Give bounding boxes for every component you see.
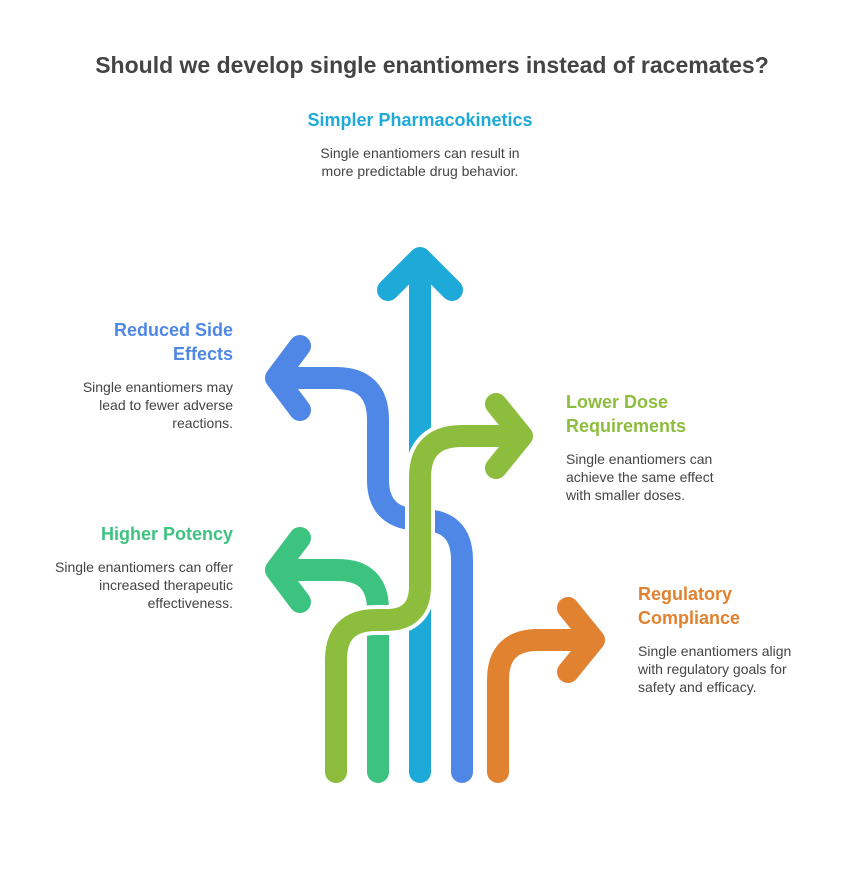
option-simpler-pharmacokinetics: Simpler Pharmacokinetics Single enantiom… — [300, 108, 540, 180]
lower-dose-requirements-arrow — [321, 393, 533, 787]
page-title: Should we develop single enantiomers ins… — [95, 52, 769, 78]
regulatory-compliance-arrow — [487, 597, 605, 783]
option-higher-potency: Higher Potency Single enantiomers can of… — [40, 522, 233, 612]
option-description: Single enantiomers can result in more pr… — [320, 145, 520, 179]
reduced-side-effects-arrow — [265, 335, 473, 783]
option-title: Higher Potency — [100, 524, 233, 544]
option-title: Lower Dose Requirements — [566, 392, 687, 436]
option-title: Reduced Side Effects — [113, 320, 233, 364]
option-description: Single enantiomers may lead to fewer adv… — [82, 379, 233, 431]
option-title: Simpler Pharmacokinetics — [307, 110, 533, 130]
option-description: Single enantiomers can offer increased t… — [55, 559, 233, 611]
option-reduced-side-effects: Reduced Side Effects Single enantiomers … — [40, 318, 233, 432]
option-regulatory-compliance: Regulatory Compliance Single enantiomers… — [638, 582, 838, 696]
option-lower-dose-requirements: Lower Dose Requirements Single enantiome… — [566, 390, 766, 504]
option-description: Single enantiomers align with regulatory… — [638, 643, 792, 695]
option-title: Regulatory Compliance — [638, 584, 741, 628]
option-description: Single enantiomers can achieve the same … — [566, 451, 714, 503]
